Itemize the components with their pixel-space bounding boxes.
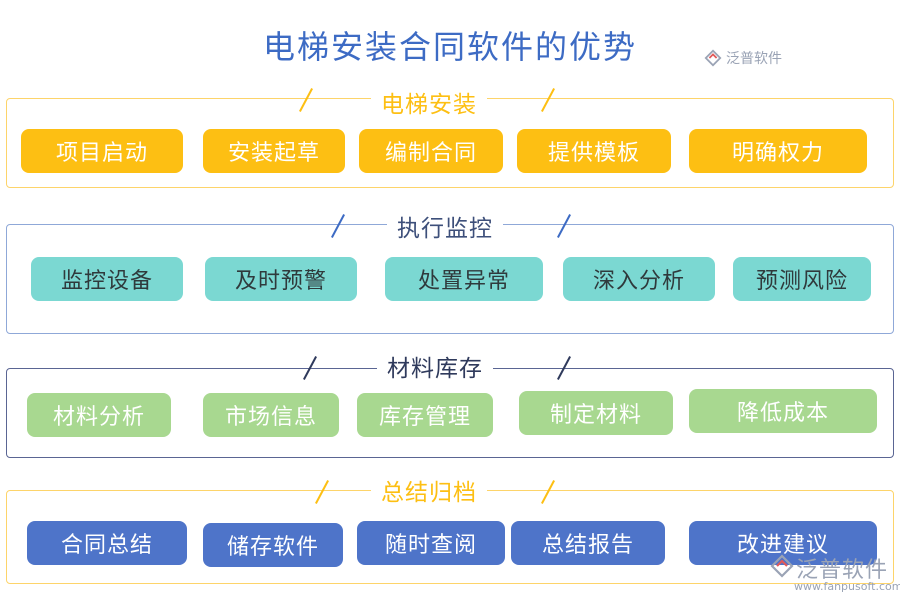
section-summary-archive: 总结归档 合同总结 储存软件 随时查阅 总结报告 改进建议 bbox=[6, 473, 894, 584]
section-title: 总结归档 bbox=[371, 473, 487, 507]
fanpu-logo-icon bbox=[770, 554, 794, 578]
divider-slash bbox=[315, 480, 329, 504]
brand-logo-top: 泛普软件 bbox=[704, 48, 782, 68]
item-material-analysis: 材料分析 bbox=[27, 393, 171, 437]
divider-slash bbox=[541, 480, 555, 504]
divider-slash bbox=[303, 356, 317, 380]
section-material-inventory: 材料库存 材料分析 市场信息 库存管理 制定材料 降低成本 bbox=[6, 349, 894, 458]
section-title: 执行监控 bbox=[387, 209, 503, 243]
page-title: 电梯安装合同软件的优势 bbox=[262, 28, 637, 66]
item-inventory-management: 库存管理 bbox=[357, 393, 493, 437]
item-project-start: 项目启动 bbox=[21, 129, 183, 173]
item-timely-warning: 及时预警 bbox=[205, 257, 357, 301]
item-anytime-lookup: 随时查阅 bbox=[357, 521, 505, 565]
item-compile-contract: 编制合同 bbox=[359, 129, 503, 173]
divider-slash bbox=[541, 88, 555, 112]
brand-name: 泛普软件 bbox=[796, 558, 889, 583]
section-title: 电梯安装 bbox=[371, 85, 487, 119]
item-market-info: 市场信息 bbox=[203, 393, 339, 437]
section-title: 材料库存 bbox=[377, 349, 493, 383]
brand-name: 泛普软件 bbox=[726, 51, 782, 67]
item-improvement-suggestion: 改进建议 bbox=[689, 521, 877, 565]
item-clarify-rights: 明确权力 bbox=[689, 129, 867, 173]
divider-slash bbox=[299, 88, 313, 112]
section-elevator-install: 电梯安装 项目启动 安装起草 编制合同 提供模板 明确权力 bbox=[6, 85, 894, 188]
divider-slash bbox=[557, 214, 571, 238]
brand-logo-footer: 泛普软件 www.fanpusoft.com bbox=[768, 552, 900, 596]
item-install-draft: 安装起草 bbox=[203, 129, 345, 173]
item-set-materials: 制定材料 bbox=[519, 391, 673, 435]
item-monitor-equipment: 监控设备 bbox=[31, 257, 183, 301]
section-execution-monitoring: 执行监控 监控设备 及时预警 处置异常 深入分析 预测风险 bbox=[6, 209, 894, 334]
item-store-software: 储存软件 bbox=[203, 523, 343, 567]
divider-slash bbox=[557, 356, 571, 380]
item-summary-report: 总结报告 bbox=[511, 521, 665, 565]
divider-slash bbox=[331, 214, 345, 238]
item-predict-risk: 预测风险 bbox=[733, 257, 871, 301]
item-deep-analysis: 深入分析 bbox=[563, 257, 715, 301]
item-handle-exceptions: 处置异常 bbox=[385, 257, 543, 301]
item-contract-summary: 合同总结 bbox=[27, 521, 187, 565]
fanpu-logo-icon bbox=[704, 49, 722, 67]
brand-url: www.fanpusoft.com bbox=[794, 580, 900, 593]
item-reduce-cost: 降低成本 bbox=[689, 389, 877, 433]
item-provide-template: 提供模板 bbox=[517, 129, 671, 173]
